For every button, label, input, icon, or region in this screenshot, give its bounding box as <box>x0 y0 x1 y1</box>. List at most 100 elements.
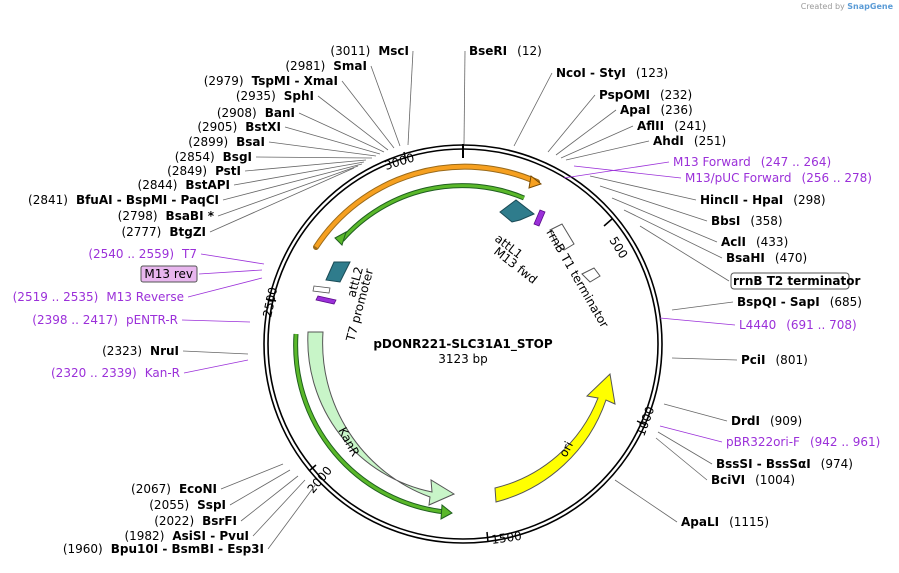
leader-line <box>513 72 553 147</box>
right-site-label: ApaLI(1115) <box>681 515 769 529</box>
site-name: PstI <box>215 164 241 178</box>
site-position: (2022) <box>154 514 194 528</box>
site-name: SphI <box>284 89 314 103</box>
right-site-label: ApaI(236) <box>620 103 693 117</box>
leader-line <box>267 483 317 550</box>
leader-line <box>244 159 367 172</box>
leader-line <box>187 277 263 298</box>
leader-line <box>317 95 389 151</box>
site-position: (2323) <box>102 344 142 358</box>
site-name: NruI <box>150 344 179 358</box>
site-name: TspMI - XmaI <box>252 74 338 88</box>
left-site-label: (2935)SphI <box>236 89 314 103</box>
site-name: M13 rev <box>144 267 193 281</box>
leader-line <box>209 167 355 233</box>
site-position: (2841) <box>28 193 68 207</box>
site-name: BsrFI <box>202 514 237 528</box>
left-site-label: (3011)MscI <box>330 44 409 58</box>
right-site-label: HincII - HpaI(298) <box>700 193 826 207</box>
site-name: BtgZI <box>169 225 206 239</box>
tick-label-2000: 2000 <box>305 464 335 496</box>
left-site-label: (2055)SspI <box>149 498 226 512</box>
site-position: (801) <box>776 353 808 367</box>
leader-line <box>623 209 723 259</box>
site-position: (2854) <box>175 150 215 164</box>
site-name: Bpu10I - BsmBI - Esp3I <box>111 542 264 556</box>
site-name: DrdI <box>731 414 760 428</box>
left-site-label: (2067)EcoNI <box>131 482 217 496</box>
feature-arcs <box>293 163 616 520</box>
leader-line <box>563 161 670 179</box>
right-site-label: BssSI - BssSαI(974) <box>716 457 853 471</box>
site-position: (2398 .. 2417) <box>32 313 118 327</box>
right-site-label: BciVI (1004) <box>711 473 795 487</box>
site-name: BanI <box>265 106 295 120</box>
site-position: (2067) <box>131 482 171 496</box>
site-name: BspQI - SapI <box>737 295 820 309</box>
site-name: BciVI <box>711 473 745 487</box>
leader-line <box>255 156 373 159</box>
site-name: BsaBI * <box>166 209 215 223</box>
site-position: (1982) <box>124 529 164 543</box>
site-name: ApaLI <box>681 515 719 529</box>
site-name: AclI <box>721 235 746 249</box>
leader-line <box>252 479 306 537</box>
leader-line <box>560 125 634 159</box>
left-site-label: (1982)AsiSI - PvuI <box>124 529 249 543</box>
tick-label-1500: 1500 <box>490 529 522 547</box>
site-position: (2519 .. 2535) <box>13 290 99 304</box>
right-site-label: L4440(691 .. 708) <box>739 318 857 332</box>
tick-label-2500: 2500 <box>260 286 280 319</box>
leader-line <box>547 94 596 153</box>
left-site-label: M13 rev <box>144 267 193 281</box>
leader-line <box>659 425 723 443</box>
site-name: PciI <box>741 353 766 367</box>
left-site-label: (2022) BsrFI <box>154 514 237 528</box>
t7-promoter-feature <box>312 285 331 294</box>
site-position: (2979) <box>204 74 244 88</box>
left-site-label: (2519 .. 2535)M13 Reverse <box>13 290 184 304</box>
site-position: (2908) <box>217 106 257 120</box>
right-site-label: PciI (801) <box>741 353 808 367</box>
boxed-feature-label-bg <box>140 265 198 283</box>
site-name: BseRI <box>469 44 507 58</box>
site-position: (1004) <box>755 473 795 487</box>
rrnb-t1-terminator-feature <box>549 223 575 251</box>
feature-label-rrnb-t1: rrnB T1 terminator <box>543 227 611 331</box>
site-name: M13/pUC Forward <box>685 171 792 185</box>
leader-line <box>229 469 291 506</box>
left-site-label: (2777)BtgZI <box>121 225 206 239</box>
site-position: (685) <box>830 295 862 309</box>
snapgene-logo: SnapGene <box>847 2 893 11</box>
right-site-label: M13/pUC Forward(256 .. 278) <box>685 171 872 185</box>
feature-label-kanr: KanR <box>335 425 362 459</box>
site-name: SspI <box>197 498 226 512</box>
right-site-label: NcoI - StyI(123) <box>556 66 668 80</box>
site-name: BsaI <box>236 135 265 149</box>
rrnb-t2-terminator-feature <box>581 267 601 283</box>
attl1-feature <box>499 199 535 223</box>
site-name: AhdI <box>653 134 684 148</box>
left-site-label: (1960)Bpu10I - BsmBI - Esp3I <box>63 542 264 556</box>
tick-label-1000: 1000 <box>634 405 658 438</box>
left-site-label: (2854)BsgI <box>175 150 252 164</box>
site-position: (236) <box>660 103 692 117</box>
leader-line <box>181 319 251 323</box>
site-name: T7 <box>181 247 197 261</box>
site-position: (942 .. 961) <box>810 435 880 449</box>
site-name: BbsI <box>711 214 740 228</box>
leader-line <box>671 301 734 311</box>
site-position: (2981) <box>285 59 325 73</box>
leader-line <box>200 253 265 265</box>
site-position: (358) <box>750 214 782 228</box>
leader-line <box>611 197 718 243</box>
site-name: rrnB T2 terminator <box>733 274 860 288</box>
left-site-label: (2323) NruI <box>102 344 179 358</box>
left-site-label: (2844)BstAPI <box>138 178 230 192</box>
site-position: (691 .. 708) <box>786 318 856 332</box>
leader-line <box>240 475 299 522</box>
leader-line <box>217 165 359 217</box>
site-name: SmaI <box>333 59 367 73</box>
left-site-label: (2905)BstXI <box>197 120 281 134</box>
